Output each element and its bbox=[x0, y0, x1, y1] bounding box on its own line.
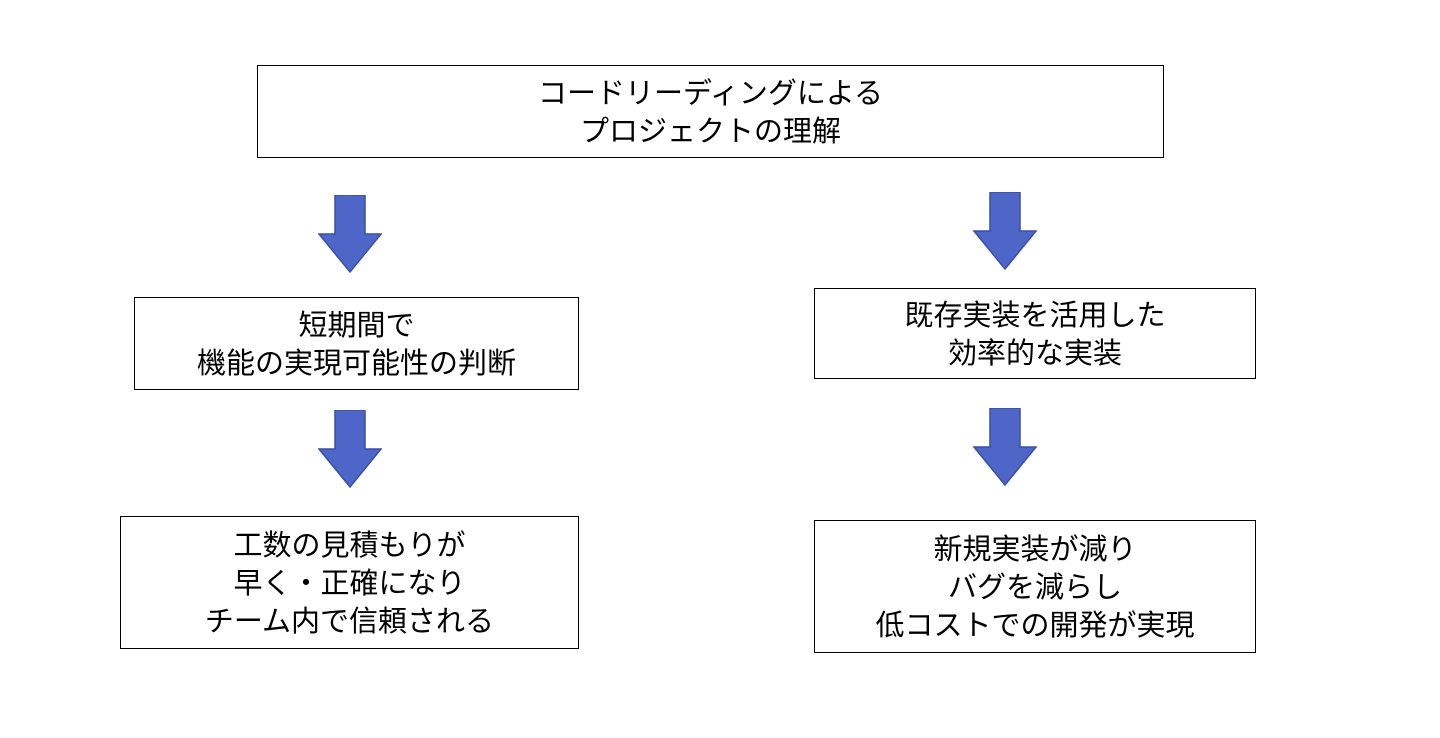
right-box-2-line-3: 低コストでの開発が実現 bbox=[875, 607, 1195, 642]
root-box-line-1: コードリーディングによる bbox=[537, 75, 884, 110]
left-box-2-line-3: チーム内で信頼される bbox=[204, 603, 495, 638]
right-box-efficient-implementation: 既存実装を活用した 効率的な実装 bbox=[814, 288, 1256, 379]
left-box-2-line-1: 工数の見積もりが bbox=[233, 527, 466, 562]
right-box-1-line-2: 効率的な実装 bbox=[947, 335, 1122, 370]
left-box-feasibility: 短期間で 機能の実現可能性の判断 bbox=[134, 297, 579, 390]
down-arrow-icon bbox=[973, 408, 1037, 486]
left-box-1-line-1: 短期間で bbox=[298, 307, 415, 342]
down-arrow-icon bbox=[973, 192, 1037, 270]
root-box-code-reading: コードリーディングによる プロジェクトの理解 bbox=[257, 65, 1164, 158]
right-box-1-line-1: 既存実装を活用した bbox=[904, 297, 1166, 332]
right-box-low-cost-development: 新規実装が減り バグを減らし 低コストでの開発が実現 bbox=[814, 520, 1256, 653]
left-box-2-line-2: 早く・正確になり bbox=[233, 565, 466, 600]
down-arrow-icon bbox=[318, 195, 382, 273]
right-box-2-line-2: バグを減らし bbox=[947, 569, 1122, 604]
root-box-line-2: プロジェクトの理解 bbox=[579, 113, 841, 148]
left-box-estimation: 工数の見積もりが 早く・正確になり チーム内で信頼される bbox=[120, 516, 579, 649]
left-box-1-line-2: 機能の実現可能性の判断 bbox=[196, 345, 516, 380]
right-box-2-line-1: 新規実装が減り bbox=[933, 531, 1137, 566]
down-arrow-icon bbox=[318, 410, 382, 488]
